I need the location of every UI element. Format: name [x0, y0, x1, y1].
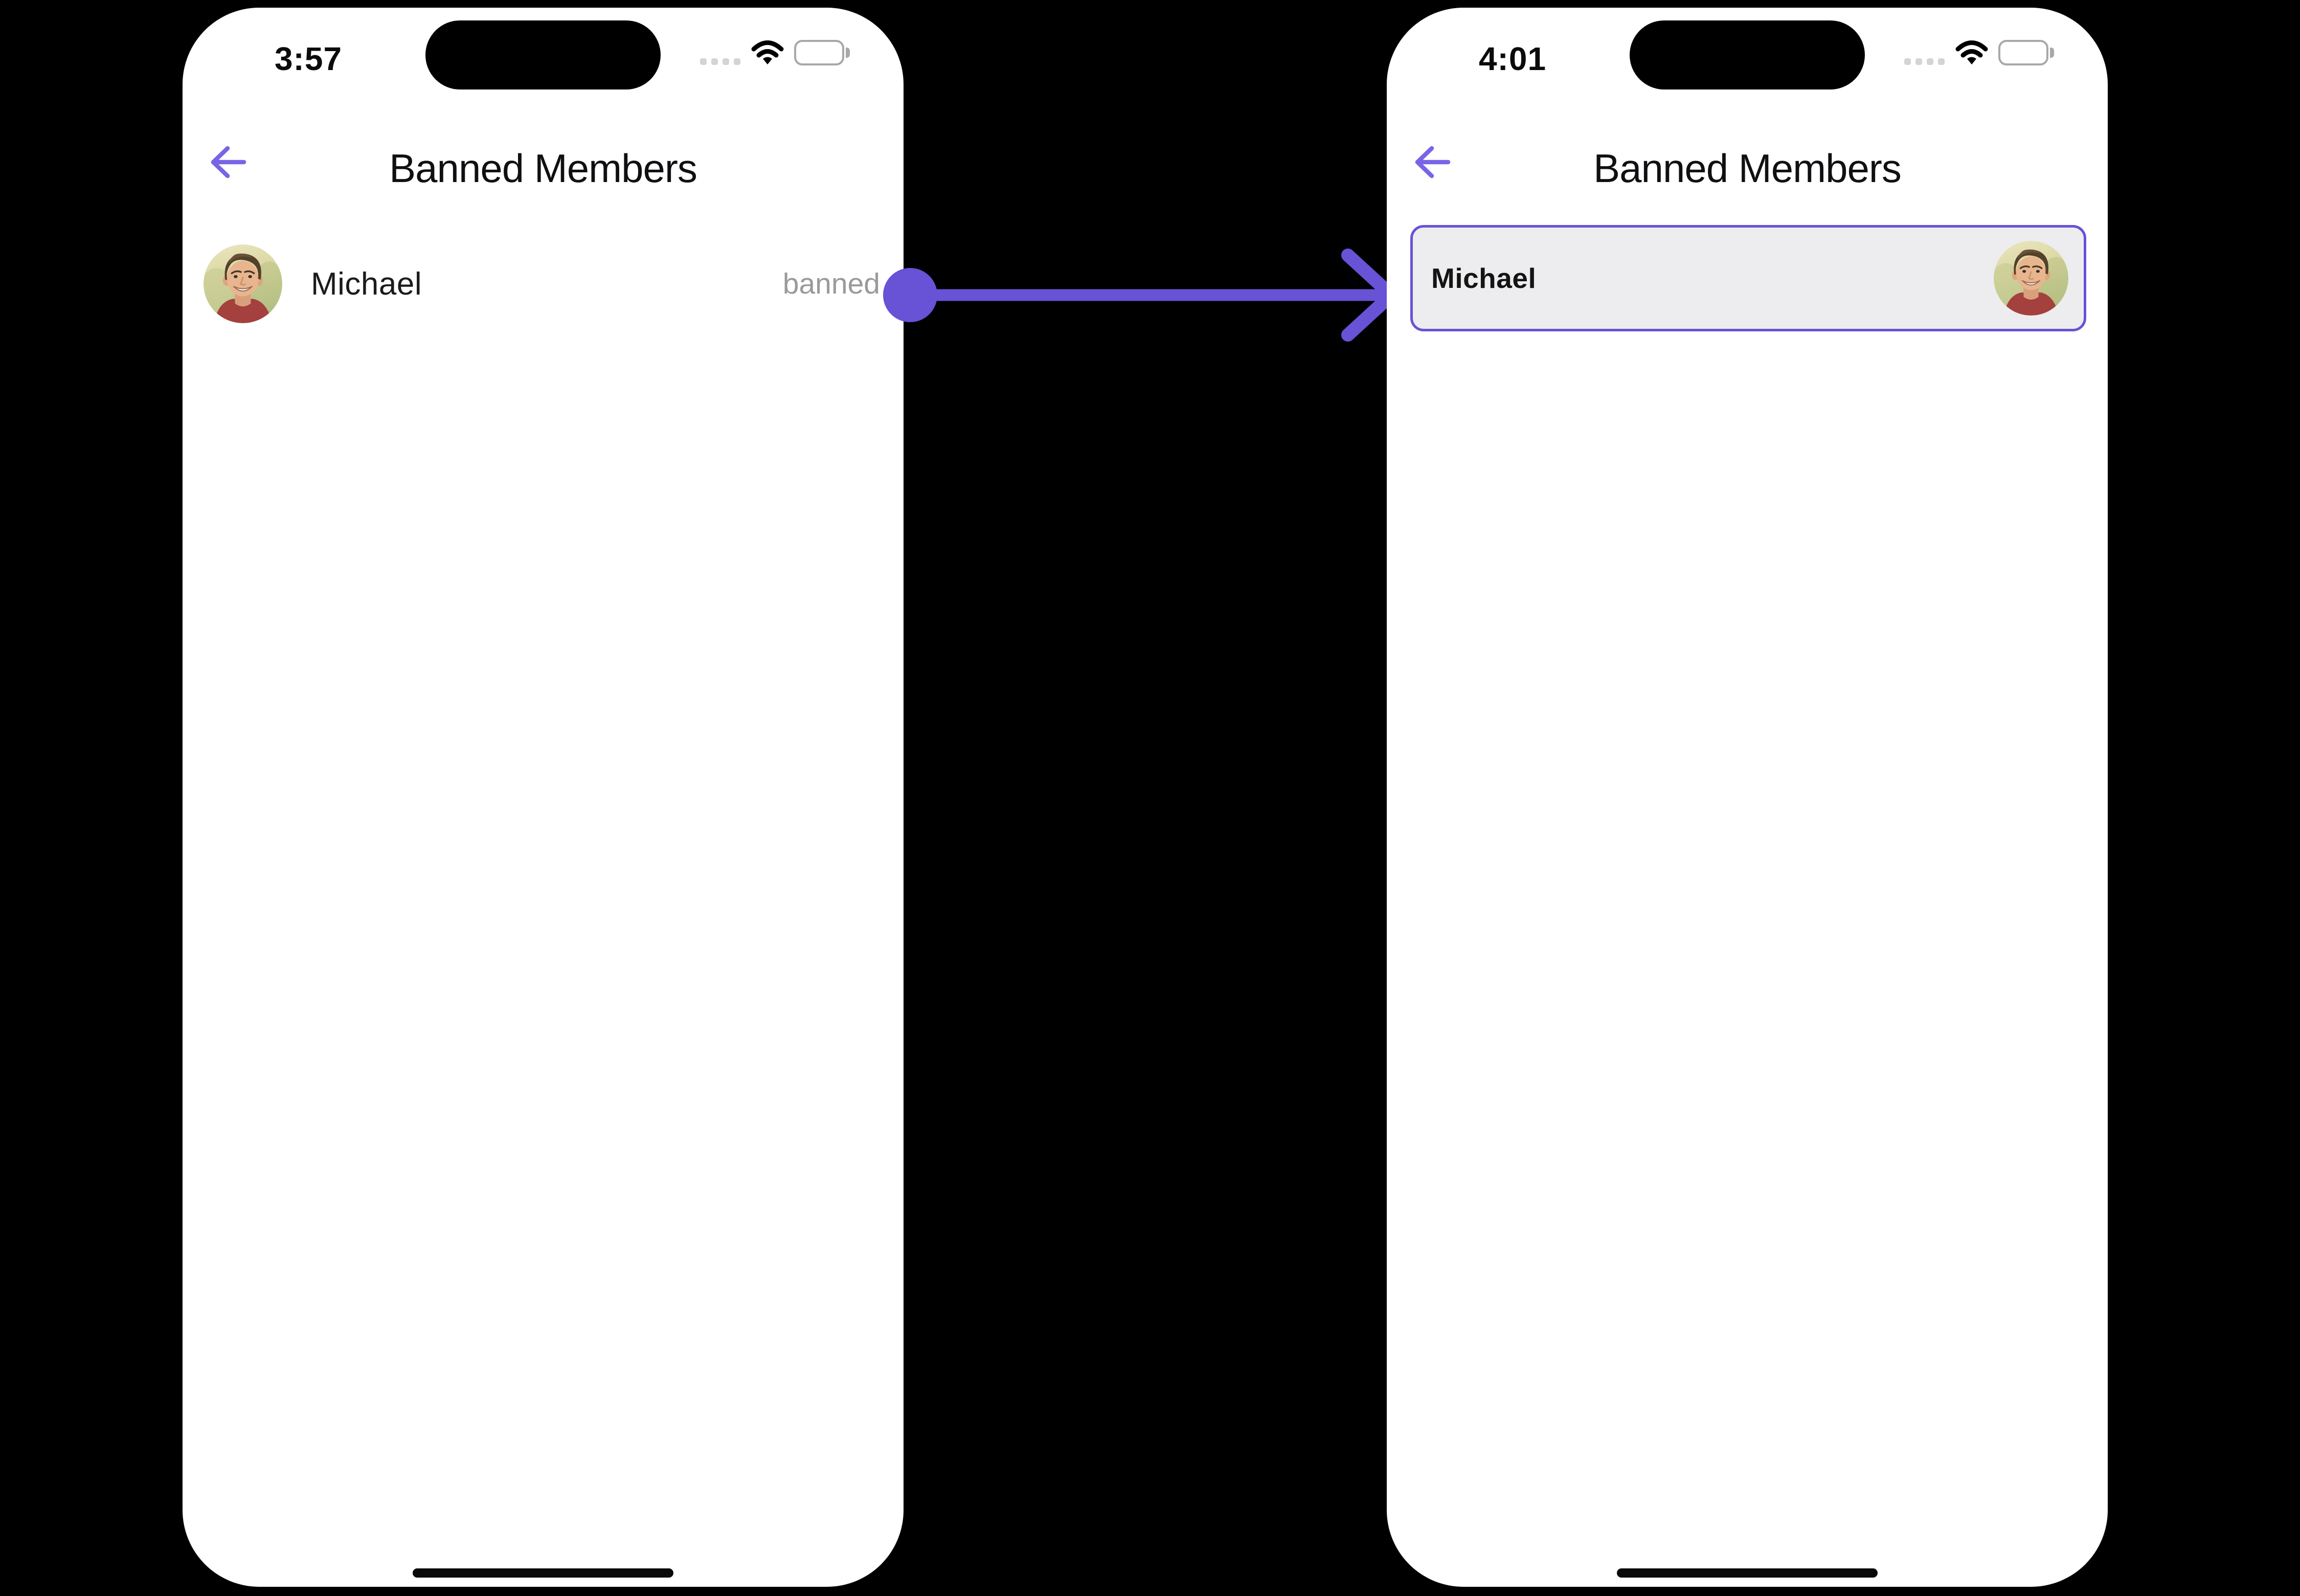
back-button[interactable] [1412, 144, 1451, 180]
battery-icon [794, 40, 850, 65]
wifi-icon [751, 40, 784, 66]
banned-status-label: banned [782, 267, 880, 300]
member-avatar [1994, 241, 2068, 316]
phone-screen-before: 3:57 Banned Members Michael banned [183, 8, 904, 1587]
dynamic-island [1630, 20, 1865, 89]
member-name: Michael [311, 266, 422, 302]
page-title: Banned Members [1593, 146, 1902, 191]
banned-member-row[interactable]: Michael banned [183, 242, 904, 326]
banned-member-card-highlighted[interactable]: Michael [1410, 225, 2086, 331]
back-button[interactable] [208, 144, 247, 180]
home-indicator [413, 1568, 673, 1578]
member-name: Michael [1431, 262, 1537, 294]
status-time: 4:01 [1478, 40, 1547, 77]
status-time: 3:57 [274, 40, 343, 77]
home-indicator [1617, 1568, 1878, 1578]
phone-screen-after: 4:01 Banned Members Michael [1387, 8, 2108, 1587]
member-avatar [204, 244, 282, 323]
battery-icon [1998, 40, 2054, 65]
back-arrow-icon [1415, 146, 1451, 178]
dynamic-island [425, 20, 661, 89]
cellular-signal-icon [700, 58, 740, 65]
page-title: Banned Members [389, 146, 697, 191]
back-arrow-icon [211, 146, 246, 178]
cellular-signal-icon [1904, 58, 1945, 65]
wifi-icon [1955, 40, 1988, 66]
